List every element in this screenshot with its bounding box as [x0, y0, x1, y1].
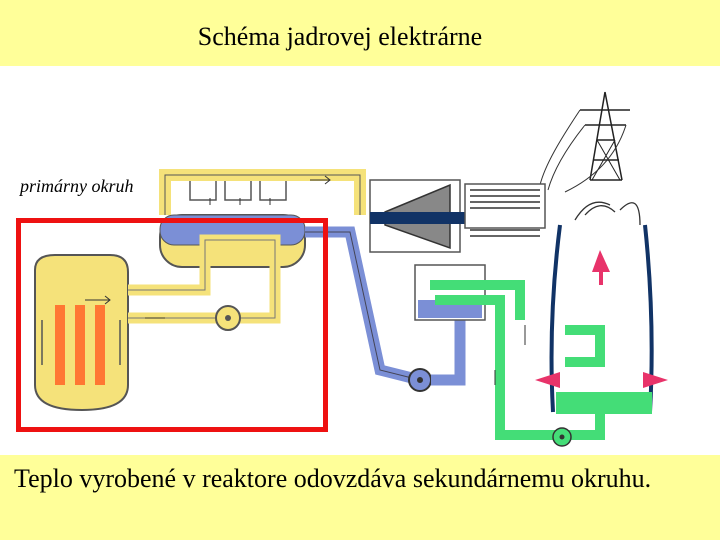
title-bar: Schéma jadrovej elektrárne — [0, 0, 720, 66]
reactor-vessel-icon — [34, 254, 129, 412]
primary-circuit-pipes — [128, 234, 281, 331]
condenser-icon — [414, 264, 525, 321]
slide-caption: Teplo vyrobené v reaktore odovzdáva seku… — [14, 464, 652, 493]
steam-pipe — [159, 169, 366, 215]
caption-bar: Teplo vyrobené v reaktore odovzdáva seku… — [0, 455, 720, 540]
flow-arrows — [85, 175, 526, 385]
cooling-circuit-pipes — [435, 295, 605, 447]
cooling-tower-icon — [535, 201, 668, 414]
primary-circuit-highlight — [16, 218, 328, 432]
primary-circuit-label: primárny okruh — [18, 176, 136, 197]
generator-icon — [464, 183, 546, 237]
transmission-tower-icon — [539, 91, 630, 193]
slide-title: Schéma jadrovej elektrárne — [197, 22, 483, 51]
